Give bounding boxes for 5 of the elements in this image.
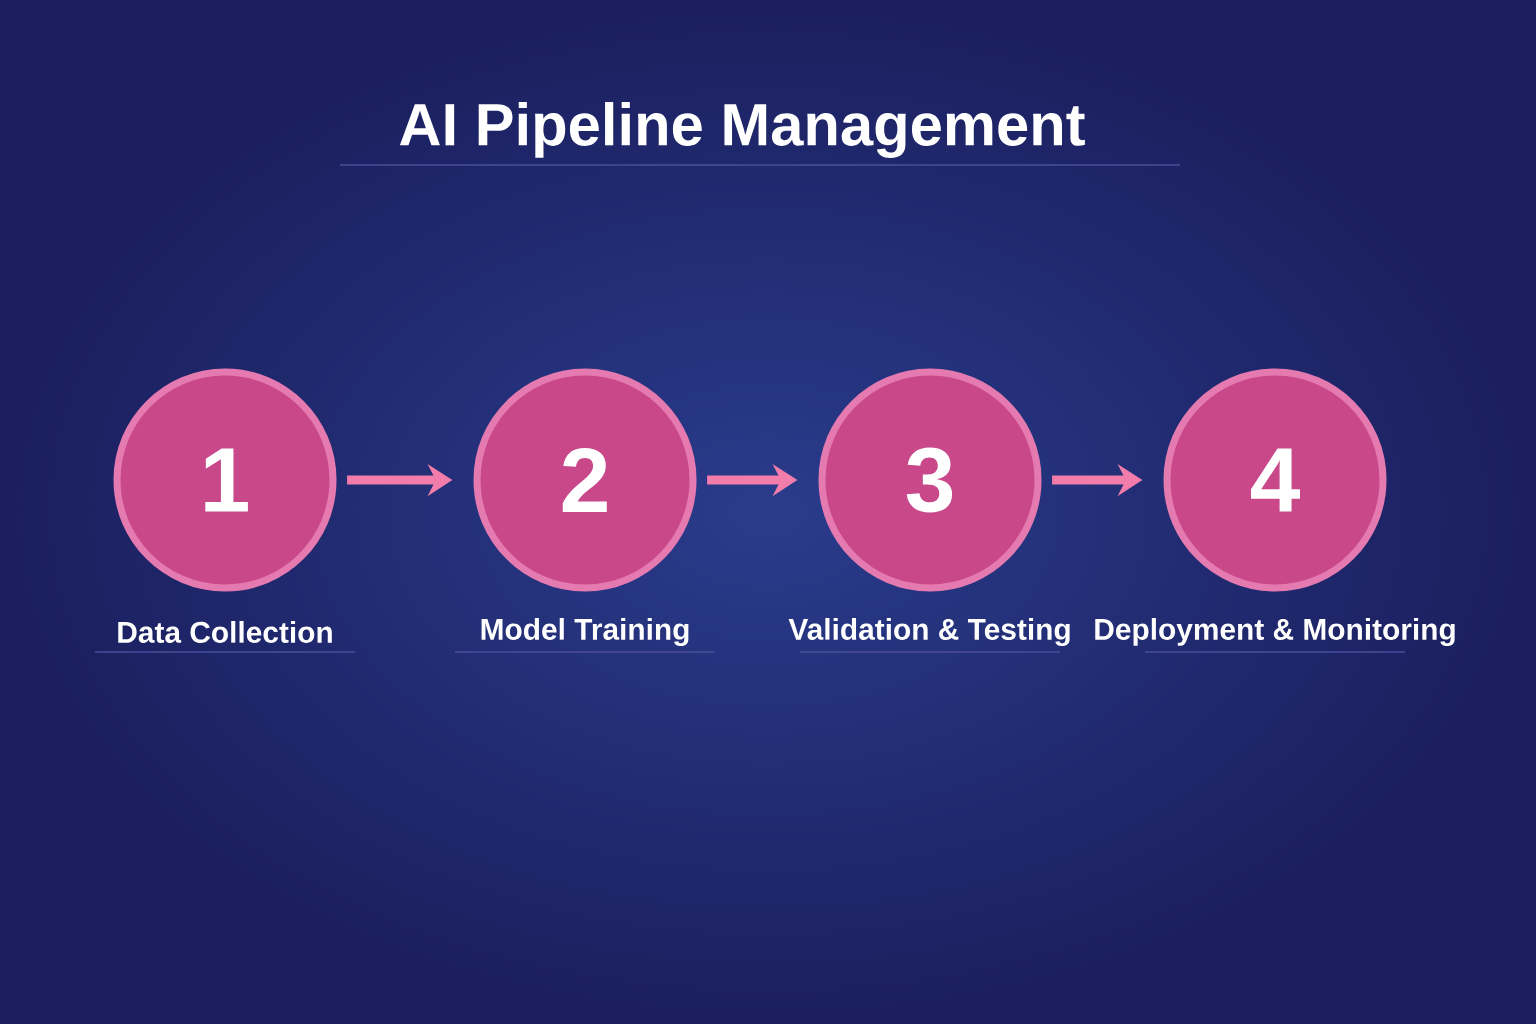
step-label: Deployment & Monitoring <box>1095 618 1455 646</box>
step-label: Validation & Testing <box>788 618 1070 646</box>
step-label: Model Training <box>481 618 689 646</box>
title: AI Pipeline Management <box>399 102 1085 158</box>
step-label: Data Collection <box>118 621 332 643</box>
